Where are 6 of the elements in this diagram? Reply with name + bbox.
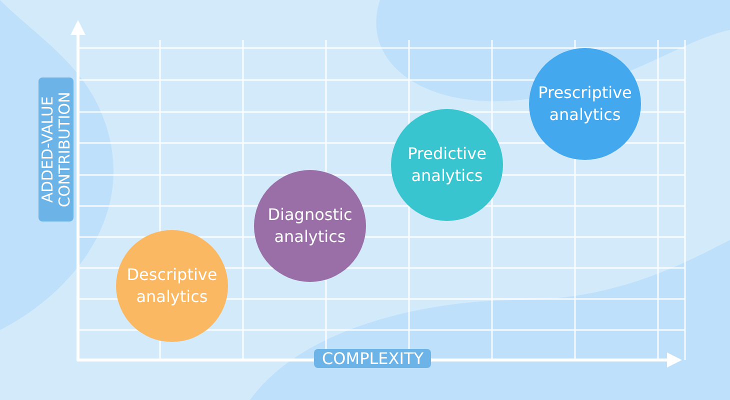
node-label: Prescriptive analytics (537, 82, 633, 126)
node-label: Descriptive analytics (126, 264, 218, 308)
node-label: Predictive analytics (406, 143, 488, 187)
node-label: Diagnostic analytics (266, 204, 354, 248)
axis-title: COMPLEXITY (314, 349, 432, 368)
axis-title: ADDED-VALUE CONTRIBUTION (38, 78, 74, 222)
